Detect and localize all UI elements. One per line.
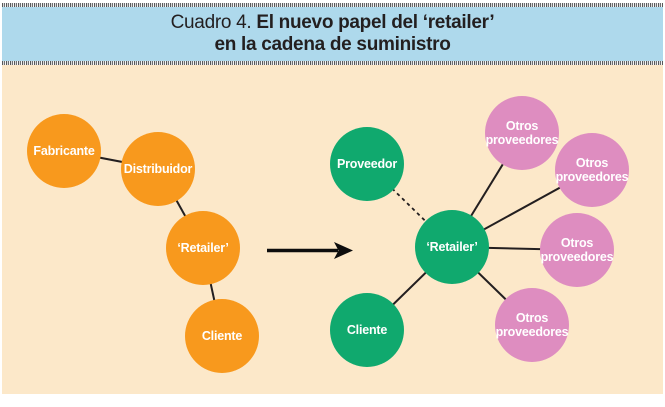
- node-fabricante: Fabricante: [27, 114, 101, 188]
- node-otros-proveedores-2: Otros proveedores: [555, 133, 629, 207]
- title-line-2: en la cadena de suministro: [214, 34, 451, 55]
- node-retailer-new-label: ‘Retailer’: [426, 239, 478, 254]
- node-otros-proveedores-4: Otros proveedores: [495, 288, 569, 362]
- node-fabricante-label: Fabricante: [33, 143, 95, 158]
- title-bottom-hatch-border: [2, 61, 663, 65]
- title-bar: Cuadro 4. El nuevo papel del ‘retailer’ …: [2, 7, 663, 61]
- node-cliente-new-label: Cliente: [346, 322, 388, 337]
- top-hatch-border: [2, 3, 663, 7]
- title-line-1: Cuadro 4. El nuevo papel del ‘retailer’: [171, 12, 495, 34]
- node-otros-proveedores-3-label: Otros proveedores: [540, 235, 614, 264]
- title-bold-part: El nuevo papel del ‘retailer’: [256, 12, 495, 33]
- node-otros-proveedores-2-label: Otros proveedores: [555, 155, 629, 184]
- node-otros-proveedores-4-label: Otros proveedores: [495, 310, 569, 339]
- node-otros-proveedores-1-label: Otros proveedores: [485, 118, 559, 147]
- node-otros-proveedores-3: Otros proveedores: [540, 213, 614, 287]
- node-distribuidor: Distribuidor: [121, 132, 195, 206]
- node-cliente-old-label: Cliente: [201, 328, 243, 343]
- node-proveedor-label: Proveedor: [336, 156, 398, 171]
- node-otros-proveedores-1: Otros proveedores: [485, 96, 559, 170]
- title-prefix: Cuadro 4.: [170, 12, 257, 33]
- transition-arrow: [267, 242, 353, 259]
- node-proveedor: Proveedor: [330, 127, 404, 201]
- node-cliente-old: Cliente: [185, 299, 259, 373]
- node-cliente-new: Cliente: [330, 293, 404, 367]
- node-distribuidor-label: Distribuidor: [123, 161, 193, 176]
- node-retailer-new: ‘Retailer’: [415, 210, 489, 284]
- node-retailer-old-label: ‘Retailer’: [177, 240, 229, 255]
- node-retailer-old: ‘Retailer’: [166, 211, 240, 285]
